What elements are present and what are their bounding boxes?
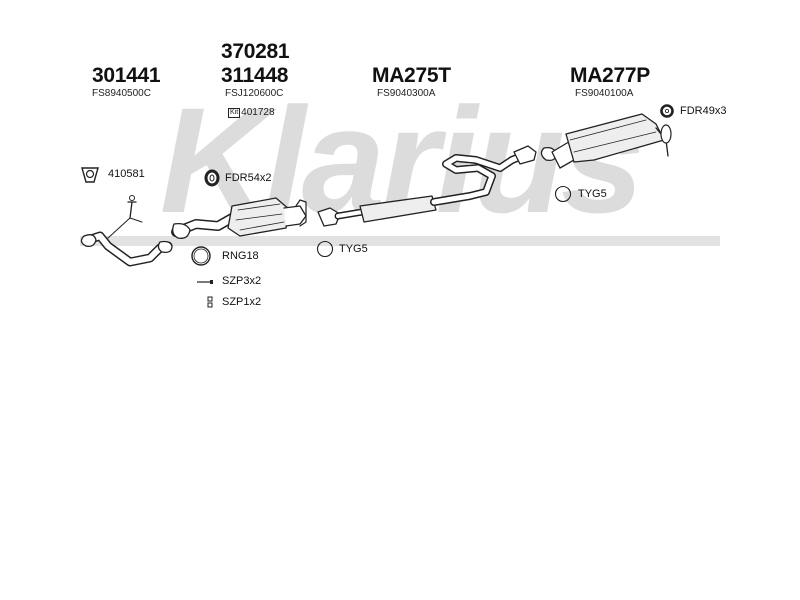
catalytic-converter-311448 (171, 197, 307, 239)
rubber-mount-icon (660, 104, 674, 118)
part-number: MA277P (570, 64, 650, 87)
reference-number: FS8940500C (92, 88, 151, 99)
part-number: 311448 (221, 64, 289, 87)
clamp-ring-icon (316, 240, 334, 258)
part-number: MA275T (372, 64, 451, 87)
fitting-label: TYG5 (578, 188, 607, 200)
fitting-label: SZP3x2 (222, 275, 262, 287)
reference-number: FS9040100A (575, 88, 634, 99)
kit-icon: Kit (228, 108, 241, 118)
ring-icon (191, 246, 211, 266)
clamp-ring-icon (554, 185, 572, 203)
reference-number: FSJ120600C (225, 88, 284, 99)
fitting-label: FDR54x2 (225, 172, 272, 184)
rubber-mount-icon (204, 169, 220, 187)
nut-icon (207, 296, 213, 308)
front-pipe-301441 (80, 195, 173, 267)
part-number: 301441 (92, 64, 161, 87)
bolt-icon (197, 280, 213, 284)
fitting-label: SZP1x2 (222, 296, 262, 308)
rear-silencer-MA277P (540, 113, 672, 169)
middle-silencer-MA275T (317, 145, 537, 227)
kit-number-value: 401728 (241, 107, 275, 118)
fitting-label: TYG5 (339, 243, 368, 255)
fitting-label: RNG18 (222, 250, 259, 262)
gasket-icon (81, 167, 99, 183)
fitting-label: 410581 (108, 168, 145, 180)
part-number-top: 370281 (221, 40, 290, 63)
fitting-label: FDR49x3 (680, 105, 727, 117)
reference-number: FS9040300A (377, 88, 436, 99)
